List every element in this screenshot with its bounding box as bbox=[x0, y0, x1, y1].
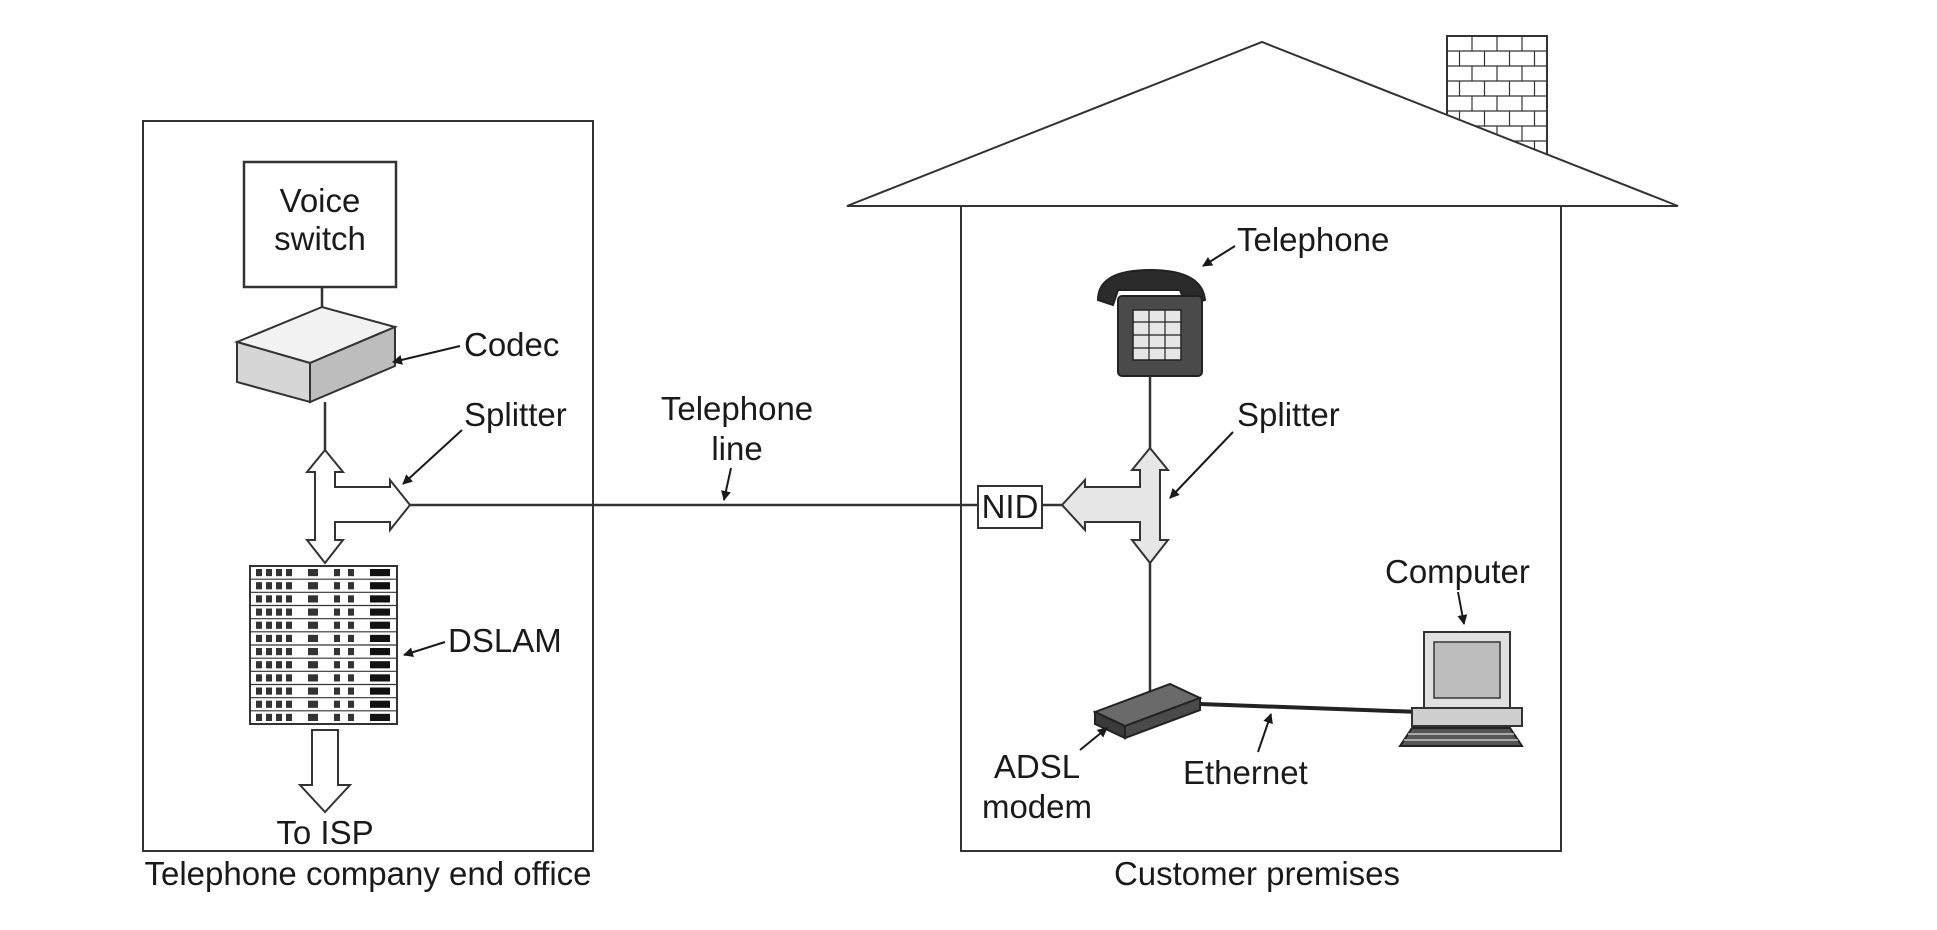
premises-caption: Customer premises bbox=[1114, 855, 1400, 892]
office-splitter-icon bbox=[304, 448, 412, 565]
codec-label: Codec bbox=[464, 326, 559, 363]
telephone-pointer-arrow bbox=[1202, 245, 1236, 267]
voice-switch: Voice switch bbox=[242, 160, 398, 289]
house-walls bbox=[960, 205, 1562, 852]
ethernet-label: Ethernet bbox=[1183, 754, 1308, 791]
adsl-modem-icon bbox=[1092, 682, 1203, 740]
office-splitter-pointer-arrow bbox=[402, 429, 463, 485]
nid-label: NID bbox=[982, 488, 1039, 525]
premises-group: Telephone Splitter NID ADSL modem Ethern… bbox=[846, 35, 1679, 892]
dslam-pointer-arrow bbox=[403, 641, 446, 658]
nid-box bbox=[977, 485, 1043, 529]
end-office-frame bbox=[142, 120, 594, 852]
telephone-line-label-1: Telephone bbox=[661, 390, 813, 427]
dslam-label: DSLAM bbox=[448, 622, 562, 659]
end-office-caption: Telephone company end office bbox=[144, 855, 591, 892]
computer-pointer-arrow bbox=[1457, 591, 1468, 625]
telephone-icon bbox=[1096, 268, 1207, 377]
adsl-modem-pointer-arrow bbox=[1079, 727, 1108, 751]
ethernet-pointer-arrow bbox=[1257, 713, 1273, 753]
voice-switch-label-1: Voice bbox=[280, 182, 361, 219]
adsl-modem-label-1: ADSL bbox=[994, 748, 1080, 785]
voice-switch-label-2: switch bbox=[274, 220, 366, 257]
codec-pointer-arrow bbox=[392, 345, 461, 365]
dslam-rack bbox=[249, 565, 398, 725]
premises-splitter-icon bbox=[1060, 446, 1171, 565]
telephone-line-pointer-arrow bbox=[721, 467, 732, 501]
adsl-modem-label-2: modem bbox=[982, 788, 1092, 825]
to-isp-arrow bbox=[297, 729, 353, 814]
premises-splitter-label: Splitter bbox=[1237, 396, 1340, 433]
office-splitter-label: Splitter bbox=[464, 396, 567, 433]
end-office-group: Voice switch Codec Splitter DSLAM To ISP… bbox=[142, 120, 594, 892]
computer-icon bbox=[1398, 631, 1524, 747]
premises-splitter-pointer-arrow bbox=[1169, 431, 1234, 499]
computer-label: Computer bbox=[1385, 553, 1530, 590]
house-roof bbox=[846, 40, 1679, 207]
telephone-label: Telephone bbox=[1237, 221, 1389, 258]
codec-box bbox=[233, 305, 399, 404]
to-isp-label: To ISP bbox=[276, 814, 373, 851]
telephone-line-label-2: line bbox=[711, 430, 762, 467]
ethernet-cable bbox=[1199, 702, 1421, 714]
